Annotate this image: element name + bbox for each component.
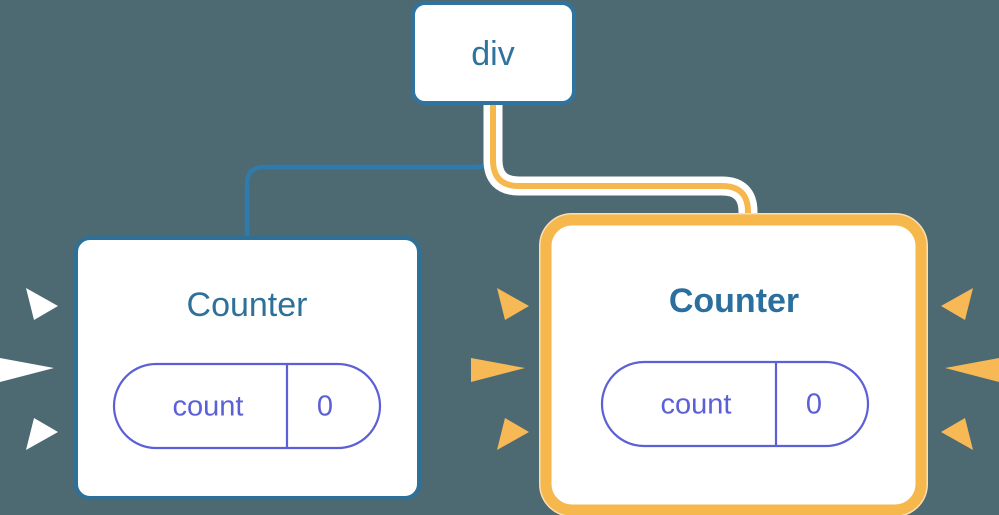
spark-icon-right-right-top (941, 288, 973, 320)
spark-icon-left-top (26, 288, 58, 320)
node-div[interactable]: div (411, 1, 576, 105)
left-prop-pill-outline (112, 362, 382, 450)
right-counter-spark-group-right (941, 288, 999, 450)
spark-icon-right-right-middle (945, 358, 999, 382)
spark-icon-right-right-bottom (941, 418, 973, 450)
right-counter-title: Counter (669, 282, 799, 320)
left-counter-title: Counter (187, 286, 308, 324)
spark-icon-left-bottom (26, 418, 58, 450)
node-counter-right[interactable]: Counter count 0 (539, 213, 928, 515)
right-counter-box[interactable] (563, 237, 904, 493)
right-counter-spark-group-left (471, 288, 529, 450)
left-counter-prop-pill[interactable]: count 0 (112, 362, 382, 450)
spark-icon-right-left-bottom (497, 418, 529, 450)
edge-div-to-left-counter (244, 100, 496, 241)
left-prop-name: count (173, 391, 244, 423)
edge-div-to-right-counter (490, 100, 751, 247)
left-counter-spark-group (0, 288, 58, 450)
div-node-box[interactable] (411, 1, 576, 105)
right-counter-prop-pill[interactable]: count 0 (600, 360, 870, 448)
spark-icon-left-middle (0, 358, 54, 382)
div-node-label: div (471, 35, 514, 73)
left-counter-box[interactable] (74, 236, 421, 500)
right-prop-name: count (661, 389, 732, 421)
left-prop-value: 0 (317, 391, 333, 423)
right-prop-pill-outline (600, 360, 870, 448)
spark-icon-right-left-middle (471, 358, 525, 382)
node-counter-left[interactable]: Counter count 0 (74, 236, 421, 500)
right-prop-value: 0 (806, 389, 822, 421)
spark-icon-right-left-top (497, 288, 529, 320)
